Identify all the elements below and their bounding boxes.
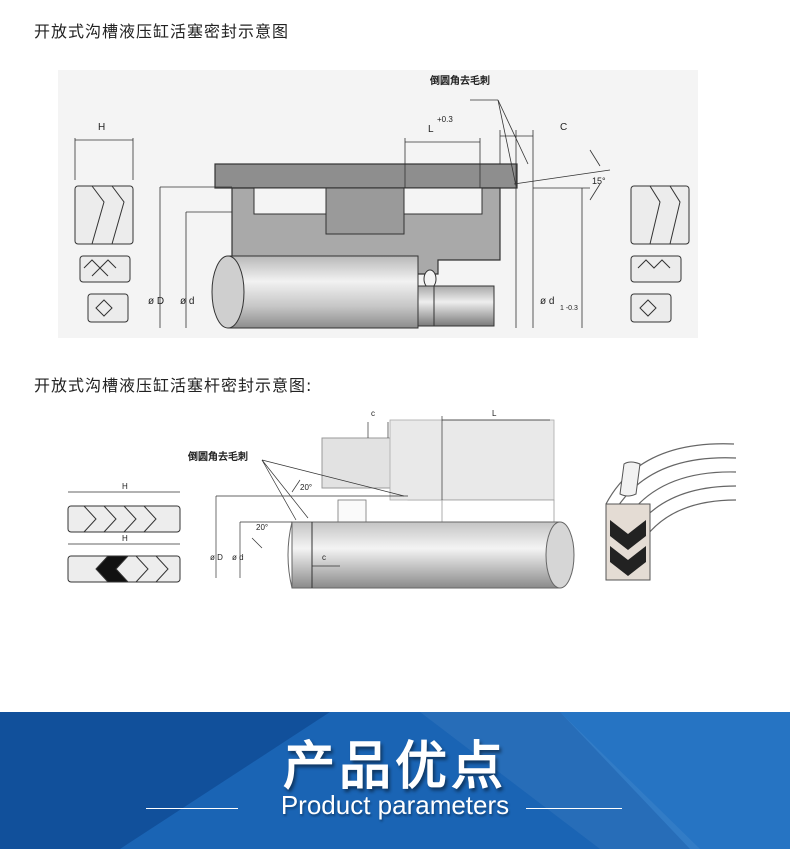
banner-subtitle: Product parameters	[280, 790, 510, 820]
rod-label-od-big: ø D	[210, 553, 223, 562]
rod-dim-c-bottom: c	[322, 553, 326, 562]
rod-seal-profiles	[67, 491, 181, 583]
rod-dim-h2: H	[122, 534, 128, 543]
piston-label-d1-sub: 1 -0.3	[560, 305, 578, 312]
piston-groove-left	[253, 187, 327, 215]
piston-angle: 15°	[592, 176, 606, 186]
rod-dim-l: L	[492, 409, 497, 418]
piston-seal-profiles-left	[74, 138, 134, 323]
piston-seal-diagram: 倒圆角去毛刺 H L +0.3 C 15° ø D ø d ø d 1 -0.3	[58, 70, 698, 338]
piston-dim-h: H	[98, 122, 105, 133]
rod-dim-c-top: c	[371, 409, 375, 418]
piston-groove-right	[403, 187, 483, 215]
rod-seal-caption: 开放式沟槽液压缸活塞杆密封示意图:	[34, 376, 313, 395]
piston-dim-l-tol: +0.3	[437, 115, 453, 124]
piston-label-od-small: ø d	[180, 296, 194, 307]
cylinder-wall	[214, 163, 518, 189]
rod-shoulder	[417, 285, 495, 327]
rod-angle-top: 20°	[300, 483, 312, 492]
rod-dim-h1: H	[122, 482, 128, 491]
banner-rule-right	[526, 808, 622, 809]
piston-chamfer-note: 倒圆角去毛刺	[429, 74, 490, 87]
rod-chamfer-note: 倒圆角去毛刺	[187, 450, 248, 463]
seal-cross-section	[605, 443, 737, 581]
o-ring-2	[423, 269, 437, 289]
piston-dim-l: L	[428, 124, 434, 135]
piston-seal	[325, 187, 405, 235]
banner-rule-left	[146, 808, 238, 809]
rod-shaft	[291, 521, 561, 589]
rod-label-od-small: ø d	[232, 553, 244, 562]
rod-end	[211, 255, 245, 329]
banner-title: 产品优点	[282, 737, 507, 797]
piston-dim-c: C	[560, 122, 567, 133]
banner-background	[0, 712, 790, 849]
rod-angle-bottom: 20°	[256, 523, 268, 532]
piston-label-d1: ø d	[540, 296, 554, 307]
rod-seal-diagram: 倒圆角去毛刺 c L H H 20° 20° ø D ø d c	[67, 409, 737, 589]
piston-label-od-big: ø D	[148, 296, 164, 307]
piston-seal-profiles-right	[630, 185, 690, 323]
piston-rod	[227, 255, 419, 329]
product-banner: 产品优点 Product parameters	[0, 712, 790, 849]
piston-seal-caption: 开放式沟槽液压缸活塞密封示意图	[34, 22, 290, 41]
